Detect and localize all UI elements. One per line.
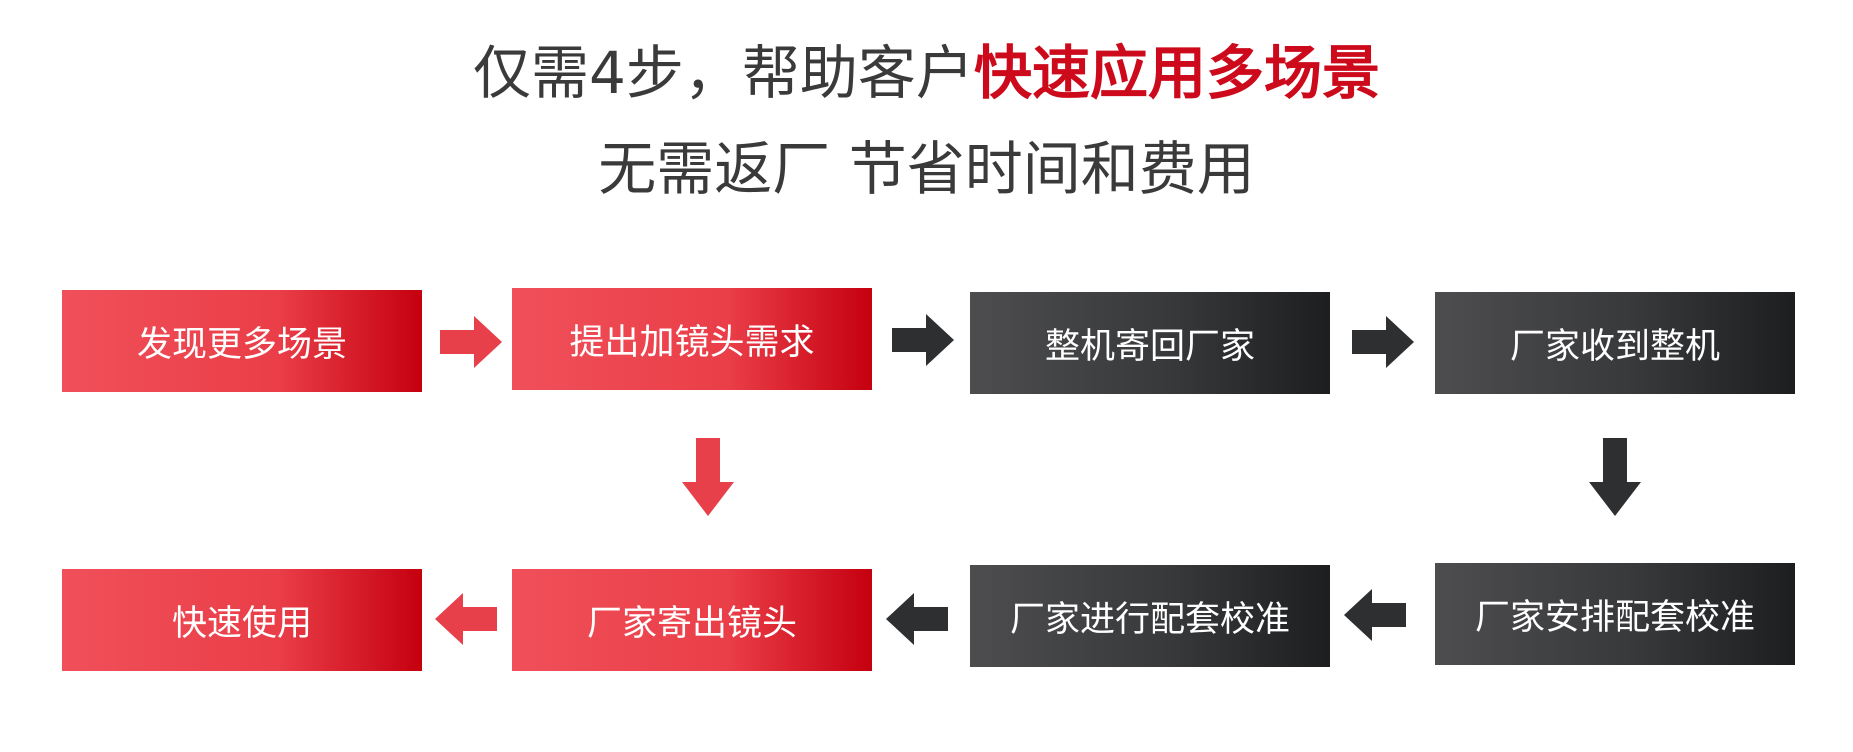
step-request-lens: 提出加镜头需求 [512,288,872,390]
arrow-down-icon [1589,438,1641,516]
headline: 仅需4步，帮助客户快速应用多场景 [0,44,1853,102]
step-quick-use: 快速使用 [62,569,422,671]
step-ship-back: 整机寄回厂家 [970,292,1330,394]
headline-plain: 仅需4步，帮助客户 [473,39,974,107]
arrow-right-icon [892,314,954,366]
arrow-left-icon [1344,589,1406,641]
step-ship-lens: 厂家寄出镜头 [512,569,872,671]
subheadline: 无需返厂 节省时间和费用 [598,135,1255,203]
arrow-left-icon [886,593,948,645]
step-factory-receive: 厂家收到整机 [1435,292,1795,394]
step-discover-scenes: 发现更多场景 [62,290,422,392]
headline-highlight: 快速应用多场景 [973,39,1380,107]
arrow-left-icon [435,593,497,645]
step-factory-calibration: 厂家进行配套校准 [970,565,1330,667]
step-factory-schedule-calibration: 厂家安排配套校准 [1435,563,1795,665]
arrow-down-icon [682,438,734,516]
arrow-right-icon [1352,316,1414,368]
arrow-right-icon [440,316,502,368]
